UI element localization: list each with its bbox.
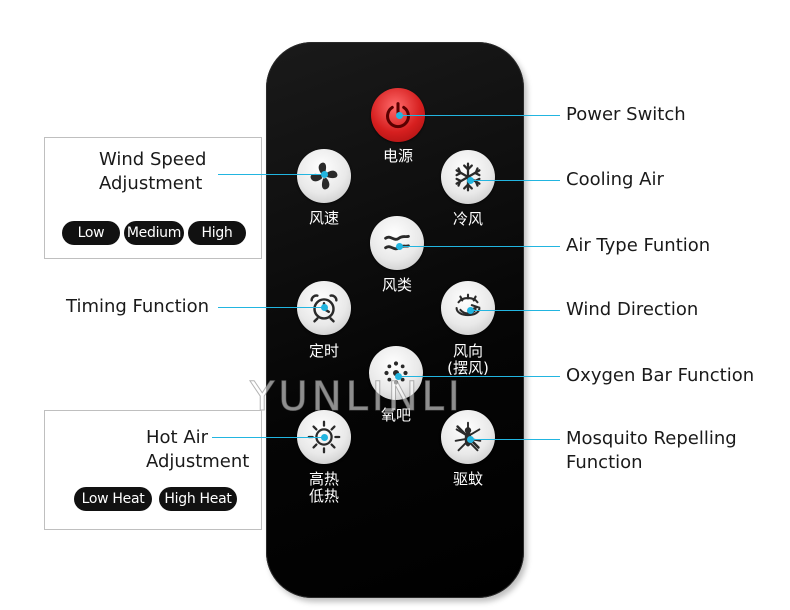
speed-option-low: Low: [62, 221, 120, 245]
heat-option-high: High Heat: [159, 487, 237, 511]
annotation-timing: Timing Function: [66, 296, 210, 317]
leader-dot-mosquito: [467, 436, 474, 443]
annotation-hot-air-line1: Hot Air: [146, 427, 209, 448]
speed-option-medium: Medium: [124, 221, 184, 245]
wind-type-button-label: 风类: [381, 276, 412, 294]
annotation-wind-direction: Wind Direction: [566, 299, 699, 320]
leader-line-power: [400, 115, 560, 116]
oxygen-bar-button-label: 氧吧: [380, 406, 411, 424]
cooling-air-button-label: 冷风: [452, 210, 483, 228]
leader-dot-hot-air: [321, 434, 328, 441]
heat-option-low: Low Heat: [74, 487, 152, 511]
leader-line-wind-direction: [471, 310, 560, 311]
leader-line-oxygen: [399, 376, 560, 377]
wind-speed-button[interactable]: [297, 149, 351, 203]
annotation-air-type: Air Type Funtion: [566, 235, 711, 256]
leader-line-timing: [218, 307, 325, 308]
leader-dot-timing: [321, 304, 328, 311]
speed-option-high: High: [188, 221, 246, 245]
annotation-power-switch: Power Switch: [566, 104, 686, 125]
leader-line-air-type: [400, 246, 560, 247]
leader-line-cooling: [471, 180, 560, 181]
leader-line-hot-air: [212, 437, 325, 438]
annotation-hot-air-line2: Adjustment: [146, 451, 250, 472]
leader-dot-oxygen: [395, 373, 402, 380]
power-button-label: 电源: [382, 147, 413, 165]
leader-dot-air-type: [396, 243, 403, 250]
leader-dot-cooling: [467, 177, 474, 184]
annotation-oxygen-bar: Oxygen Bar Function: [566, 365, 755, 386]
timing-button-label: 定时: [308, 342, 339, 360]
leader-dot-power: [396, 112, 403, 119]
wind-direction-button-sublabel: (摆风): [447, 359, 489, 377]
annotation-cooling-air: Cooling Air: [566, 169, 664, 190]
leader-dot-wind-speed: [321, 171, 328, 178]
mosquito-button-label: 驱蚊: [452, 470, 483, 488]
leader-line-mosquito: [471, 439, 560, 440]
annotation-wind-speed-line1: Wind Speed: [99, 149, 207, 170]
annotation-mosquito-line1: Mosquito Repelling: [566, 428, 737, 449]
brand-watermark: YUNLINLI: [250, 374, 464, 421]
leader-line-wind-speed: [218, 174, 325, 175]
wind-speed-button-label: 风速: [308, 209, 339, 227]
annotation-mosquito-line2: Function: [566, 452, 643, 473]
leader-dot-wind-direction: [467, 307, 474, 314]
heat-button-label-low: 低热: [308, 487, 339, 505]
wind-direction-button-label: 风向: [452, 342, 483, 360]
heat-button-label-high: 高热: [308, 470, 339, 488]
annotation-wind-speed-line2: Adjustment: [99, 173, 203, 194]
